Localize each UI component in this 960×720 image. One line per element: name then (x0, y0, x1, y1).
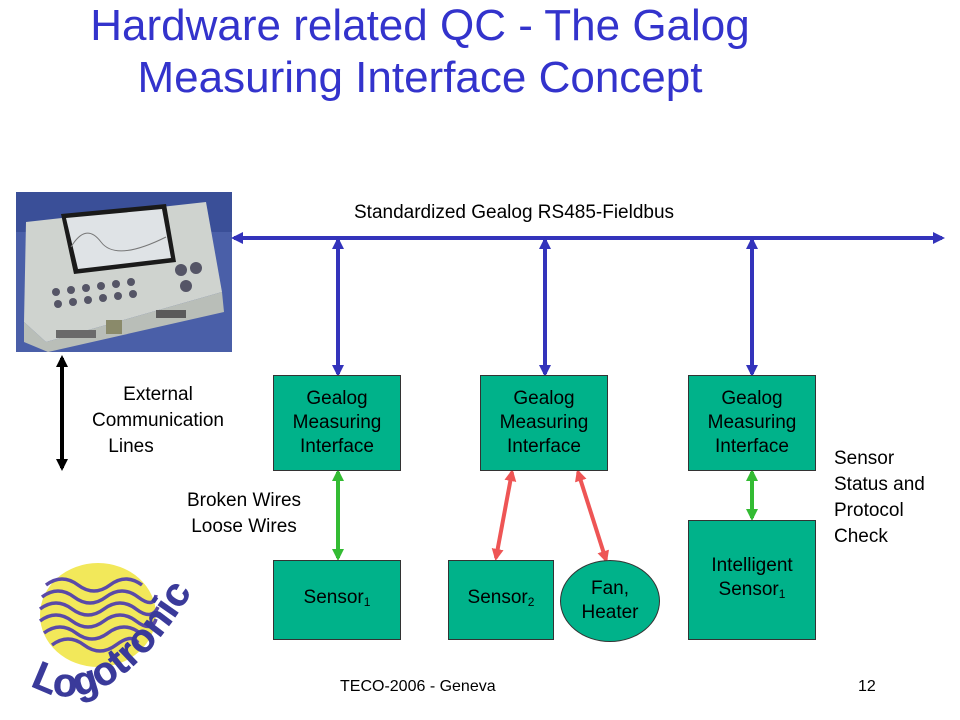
fan-link (575, 469, 609, 563)
status-line-3: Protocol (834, 500, 904, 521)
fan-line-2: Heater (581, 602, 639, 623)
page-title: Hardware related QC - The Galog Measurin… (0, 0, 840, 104)
external-line-3: Lines (108, 436, 154, 457)
status-line-2: Status and (834, 474, 925, 495)
footer-text: TECO-2006 - Geneva (340, 678, 496, 695)
interface-box-2: Gealog Measuring Interface (480, 375, 608, 471)
external-line-1: External (123, 384, 193, 405)
sensor2-link (491, 469, 517, 561)
intelligent-line-1: Intelligent (711, 555, 793, 576)
fieldbus-label: Standardized Gealog RS485-Fieldbus (354, 202, 675, 223)
interface-1-line-3: Interface (300, 436, 374, 457)
broken-wires-label: Broken Wires Loose Wires (164, 488, 324, 540)
fan-line-1: Fan, (590, 578, 630, 599)
intelligent-subscript: 1 (778, 587, 786, 601)
sensor-2-box: Sensor2 (448, 560, 554, 640)
sensor-1-box: Sensor1 (273, 560, 401, 640)
interface-3-line-3: Interface (715, 436, 789, 457)
fan-heater-ellipse: Fan, Heater (560, 560, 660, 642)
sensor-status-label: Sensor Status and Protocol Check (834, 446, 925, 550)
sensor-2-label: Sensor (467, 587, 528, 608)
page-number: 12 (858, 678, 876, 695)
interface-box-1: Gealog Measuring Interface (273, 375, 401, 471)
sensor-1-label: Sensor (303, 587, 364, 608)
intelligent-sensor-box: Intelligent Sensor1 (688, 520, 816, 640)
interface-box-3: Gealog Measuring Interface (688, 375, 816, 471)
broken-line-2: Loose Wires (191, 516, 297, 537)
interface-2-line-2: Measuring (499, 412, 589, 433)
sensor-1-subscript: 1 (363, 595, 371, 609)
intelligent-line-2: Sensor1 (718, 579, 786, 601)
interface-1-line-1: Gealog (306, 388, 368, 409)
logotronic-logo: Logotronic (26, 563, 200, 706)
sensor-2-subscript: 2 (527, 595, 535, 609)
measuring-device-image (16, 192, 232, 352)
broken-line-1: Broken Wires (186, 490, 302, 511)
interface-3-line-2: Measuring (707, 412, 797, 433)
interface-1-line-2: Measuring (292, 412, 382, 433)
interface-2-line-3: Interface (507, 436, 581, 457)
interface-3-line-1: Gealog (721, 388, 783, 409)
title-line-1: Hardware related QC - The Galog (90, 1, 750, 50)
external-line-2: Communication (92, 410, 224, 431)
external-lines-label: External Communication Lines (68, 382, 248, 460)
interface-2-line-1: Gealog (513, 388, 575, 409)
title-line-2: Measuring Interface Concept (137, 53, 703, 102)
status-line-1: Sensor (834, 448, 895, 469)
status-line-4: Check (834, 526, 888, 547)
